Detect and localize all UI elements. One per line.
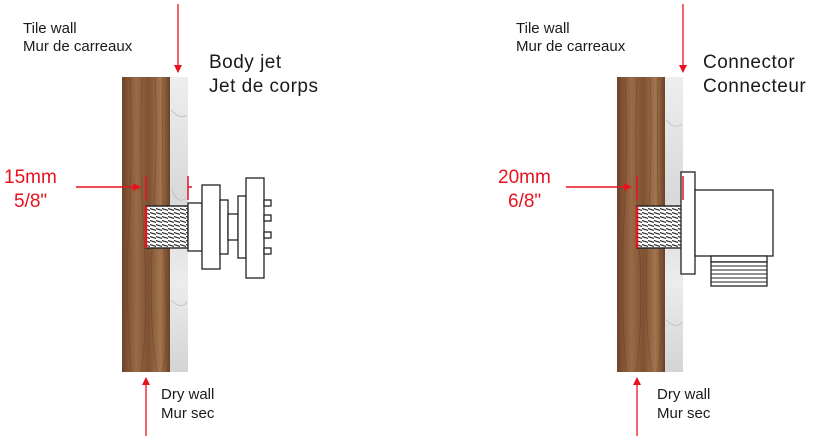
right-tile-wall-label-en: Tile wall bbox=[516, 20, 570, 37]
right-panel bbox=[566, 4, 774, 436]
left-depth-mm: 15mm bbox=[4, 167, 57, 188]
left-tile-wall-label-fr: Mur de carreaux bbox=[23, 38, 133, 55]
left-dry-wall-label-fr: Mur sec bbox=[161, 405, 215, 422]
right-depth-mm: 20mm bbox=[498, 167, 551, 188]
left-panel bbox=[76, 4, 272, 436]
right-component-label-en: Connector bbox=[703, 52, 796, 73]
left-component-label-fr: Jet de corps bbox=[209, 76, 319, 97]
body-jet-fitting bbox=[187, 177, 272, 279]
right-dry-wall-label-fr: Mur sec bbox=[657, 405, 711, 422]
left-dry-wall-label-en: Dry wall bbox=[161, 386, 215, 403]
right-depth-dimension bbox=[566, 176, 684, 200]
right-threaded-pipe bbox=[636, 205, 684, 249]
left-depth-inch: 5/8" bbox=[14, 191, 48, 212]
left-component-label-en: Body jet bbox=[209, 52, 282, 73]
right-dry-wall-label-en: Dry wall bbox=[657, 386, 711, 403]
left-depth-dimension bbox=[76, 176, 192, 200]
left-threaded-pipe bbox=[145, 205, 189, 249]
right-tile-wall-label-fr: Mur de carreaux bbox=[516, 38, 626, 55]
right-depth-inch: 6/8" bbox=[508, 191, 542, 212]
right-component-label-fr: Connecteur bbox=[703, 76, 807, 97]
connector-fitting bbox=[680, 171, 774, 287]
left-tile-wall-label-en: Tile wall bbox=[23, 20, 77, 37]
